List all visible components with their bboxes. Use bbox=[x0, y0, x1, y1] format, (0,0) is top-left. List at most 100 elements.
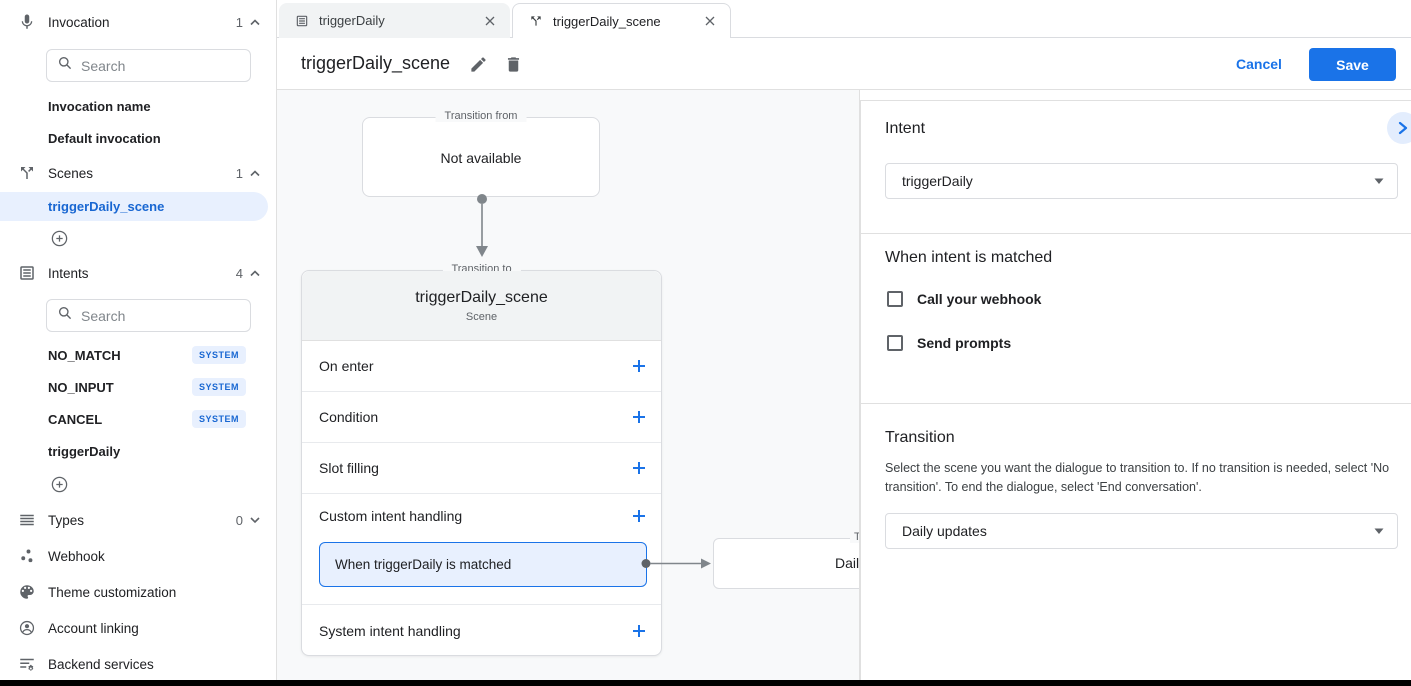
add-icon[interactable] bbox=[632, 624, 646, 638]
sidebar-item-triggerdaily[interactable]: triggerDaily bbox=[48, 444, 121, 459]
scene-card-title: triggerDaily_scene bbox=[415, 289, 548, 306]
sidebar-item-default-invocation[interactable]: Default invocation bbox=[48, 131, 161, 146]
delete-icon[interactable] bbox=[504, 55, 523, 74]
search-input[interactable] bbox=[81, 307, 231, 324]
section-label: Custom intent handling bbox=[319, 508, 463, 524]
transition-from-legend: Transition from bbox=[435, 110, 527, 122]
sidebar-section-types[interactable]: Types 0 bbox=[0, 507, 277, 533]
intents-search[interactable] bbox=[46, 299, 251, 332]
sidebar-item-no-match[interactable]: NO_MATCH bbox=[48, 348, 121, 363]
down-arrow-connector bbox=[476, 194, 488, 257]
sidebar-item-webhook[interactable]: Webhook bbox=[0, 543, 277, 569]
sidebar-section-intents[interactable]: Intents 4 bbox=[0, 260, 277, 286]
divider bbox=[861, 403, 1411, 404]
checkbox-icon[interactable] bbox=[887, 291, 903, 307]
chevron-up-icon[interactable] bbox=[249, 269, 261, 277]
item-label: Webhook bbox=[48, 548, 105, 564]
tab-label: triggerDaily_scene bbox=[553, 13, 661, 29]
save-button[interactable]: Save bbox=[1309, 48, 1396, 81]
partial-label: Dail bbox=[835, 555, 860, 571]
system-badge: SYSTEM bbox=[191, 378, 246, 396]
palette-icon bbox=[18, 583, 36, 601]
scene-card-header[interactable]: triggerDaily_scene Scene bbox=[302, 271, 661, 341]
intent-select[interactable]: triggerDaily bbox=[885, 163, 1398, 199]
section-custom-intent-handling: Custom intent handling When triggerDaily… bbox=[302, 494, 661, 605]
divider bbox=[861, 233, 1411, 234]
bottom-bar bbox=[0, 680, 1411, 686]
send-prompts-checkbox-row[interactable]: Send prompts bbox=[887, 335, 1011, 351]
invocation-search[interactable] bbox=[46, 49, 251, 82]
section-label: Invocation bbox=[48, 14, 110, 30]
add-icon[interactable] bbox=[632, 410, 646, 424]
transition-description: Select the scene you want the dialogue t… bbox=[885, 461, 1390, 495]
add-icon[interactable] bbox=[632, 509, 646, 523]
close-icon[interactable] bbox=[704, 15, 716, 27]
daily-updates-scene-box[interactable]: Tr Dail bbox=[713, 531, 860, 589]
intent-detail-panel: Intent triggerDaily When intent is match… bbox=[860, 100, 1411, 680]
sidebar-item-no-input[interactable]: NO_INPUT bbox=[48, 380, 114, 395]
sidebar-item-cancel[interactable]: CANCEL bbox=[48, 412, 103, 427]
section-label: Scenes bbox=[48, 165, 94, 181]
tab-triggerdaily[interactable]: triggerDaily bbox=[279, 3, 510, 38]
section-label: Slot filling bbox=[319, 460, 379, 476]
intent-heading: Intent bbox=[885, 120, 926, 137]
chevron-up-icon[interactable] bbox=[249, 18, 261, 26]
microphone-icon bbox=[18, 13, 36, 31]
intent-icon bbox=[18, 264, 36, 282]
tab-triggerdaily-scene[interactable]: triggerDaily_scene bbox=[512, 3, 731, 38]
tab-label: triggerDaily bbox=[319, 13, 385, 28]
checkbox-label: Call your webhook bbox=[917, 291, 1042, 307]
section-on-enter: On enter bbox=[302, 341, 661, 392]
section-system-intent-handling: System intent handling bbox=[302, 605, 661, 656]
add-icon[interactable] bbox=[632, 359, 646, 373]
section-count: 4 bbox=[235, 265, 243, 281]
call-webhook-checkbox-row[interactable]: Call your webhook bbox=[887, 291, 1041, 307]
sidebar-item-invocation-name[interactable]: Invocation name bbox=[48, 99, 151, 114]
scene-card-subtitle: Scene bbox=[465, 311, 498, 323]
intent-handler-item[interactable]: When triggerDaily is matched bbox=[319, 542, 647, 587]
checkbox-label: Send prompts bbox=[917, 335, 1012, 351]
system-badge: SYSTEM bbox=[191, 346, 246, 364]
section-label: Types bbox=[48, 512, 85, 528]
edit-icon[interactable] bbox=[469, 55, 488, 74]
sidebar-section-invocation[interactable]: Invocation 1 bbox=[0, 8, 277, 36]
transition-select-value: Daily updates bbox=[902, 523, 987, 539]
collapse-panel-button[interactable] bbox=[1387, 112, 1411, 144]
section-label: System intent handling bbox=[319, 622, 461, 639]
checkbox-icon[interactable] bbox=[887, 335, 903, 351]
types-icon bbox=[18, 511, 36, 529]
sidebar-item-backend-services[interactable]: Backend services bbox=[0, 651, 277, 677]
add-scene-button[interactable] bbox=[50, 229, 69, 248]
scene-header: triggerDaily_scene Cancel Save bbox=[277, 38, 1411, 90]
close-icon[interactable] bbox=[484, 15, 496, 27]
cancel-button[interactable]: Cancel bbox=[1236, 56, 1282, 72]
chevron-right-icon bbox=[1398, 121, 1408, 135]
item-label: Theme customization bbox=[48, 584, 177, 600]
add-icon[interactable] bbox=[632, 461, 646, 475]
chevron-up-icon[interactable] bbox=[249, 169, 261, 177]
search-icon bbox=[57, 305, 73, 326]
sidebar-item-account-linking[interactable]: Account linking bbox=[0, 615, 277, 641]
search-input[interactable] bbox=[81, 57, 231, 74]
search-icon bbox=[57, 55, 73, 76]
right-arrow-connector bbox=[641, 558, 711, 569]
section-condition: Condition bbox=[302, 392, 661, 443]
transition-select[interactable]: Daily updates bbox=[885, 513, 1398, 549]
section-label: On enter bbox=[319, 358, 374, 374]
sidebar: Invocation 1 Invocation name Default inv… bbox=[0, 0, 277, 680]
scene-graph-canvas: Transition from Not available Transition… bbox=[277, 90, 860, 680]
page-title: triggerDaily_scene bbox=[301, 53, 451, 73]
sidebar-item-triggerdaily-scene-selected[interactable]: triggerDaily_scene bbox=[0, 192, 268, 221]
system-badge: SYSTEM bbox=[191, 410, 246, 428]
sidebar-section-scenes[interactable]: Scenes 1 bbox=[0, 160, 277, 186]
scene-icon bbox=[18, 164, 36, 182]
section-count: 1 bbox=[235, 14, 243, 30]
handler-label: When triggerDaily is matched bbox=[335, 557, 512, 572]
add-intent-button[interactable] bbox=[50, 475, 69, 494]
tab-bar: triggerDaily triggerDaily_scene bbox=[277, 0, 1411, 38]
section-label: Intents bbox=[48, 265, 89, 281]
sidebar-item-theme-customization[interactable]: Theme customization bbox=[0, 579, 277, 605]
account-icon bbox=[18, 619, 36, 637]
chevron-down-icon[interactable] bbox=[249, 516, 261, 524]
